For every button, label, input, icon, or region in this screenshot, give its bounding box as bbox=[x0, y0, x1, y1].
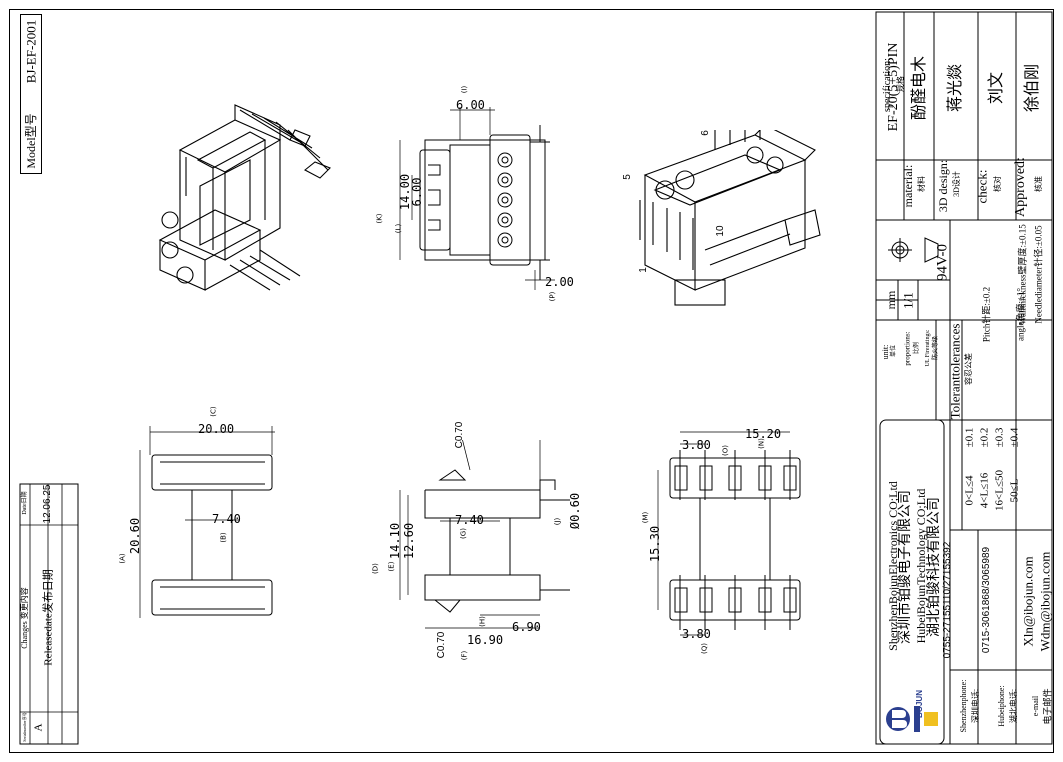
sz-phone-label-cn: 深圳电话: bbox=[971, 688, 980, 724]
hb-phone-label-cn: 湖北电话: bbox=[1009, 688, 1018, 724]
prop-value: 1/1 bbox=[900, 292, 916, 309]
email-label: e-mail bbox=[1031, 695, 1040, 717]
tolerance-angle: angle角度:±1° bbox=[1015, 287, 1026, 342]
dim-o: 3.80 bbox=[682, 438, 711, 452]
design-label-cn: 3D设计 bbox=[952, 171, 961, 197]
check-label: check: bbox=[974, 169, 990, 204]
front-view-left bbox=[139, 426, 275, 618]
design-label: 3D design: bbox=[936, 159, 950, 213]
hb-phone-label: Hubeiphone: bbox=[997, 685, 1006, 727]
company-line2: 深圳市铂骏电子有限公司 bbox=[898, 490, 913, 644]
model-box bbox=[20, 14, 42, 174]
email-1: Xln@ibojun.com bbox=[1020, 556, 1036, 647]
bottom-view bbox=[657, 431, 801, 636]
material-label: material: bbox=[901, 164, 915, 208]
email-2: Wdm@ibojun.com bbox=[1037, 551, 1053, 652]
side-view bbox=[399, 440, 570, 629]
tolerance-value-3: ±0.3 bbox=[993, 427, 1006, 448]
unit-value: mm bbox=[884, 290, 898, 310]
tolerance-value-4: ±0.4 bbox=[1008, 427, 1021, 448]
company-logo bbox=[886, 706, 938, 732]
company-line3: HubeiBojunTechnology CO;Ltd bbox=[914, 488, 928, 644]
dim-f: 16.90 bbox=[467, 633, 504, 647]
tolerance-title: Toleranttolerances bbox=[947, 323, 963, 420]
tolerance-range-3: 16<L≤50 bbox=[993, 470, 1006, 511]
design-value: 蒋光燚 bbox=[947, 64, 964, 113]
check-value: 刘文 bbox=[988, 72, 1005, 105]
tolerance-pitch: Pitch针距:±0.2 bbox=[981, 286, 992, 343]
dim-p: 2.00 bbox=[545, 275, 574, 289]
isometric-view-right bbox=[639, 130, 821, 306]
ul-value: 94V-0 bbox=[934, 244, 951, 281]
sz-phone-value: 0755-27155110/27155392 bbox=[942, 541, 953, 659]
unit-label-cn: 单位 bbox=[891, 345, 897, 358]
dim-n: 15.20 bbox=[745, 427, 782, 441]
dim-i: 6.00 bbox=[456, 98, 485, 112]
company-line4: 湖北铂骏科技有限公司 bbox=[927, 497, 942, 637]
prop-label: proportions: bbox=[903, 331, 912, 366]
tolerance-range-2: 4<L≤16 bbox=[978, 472, 991, 509]
hb-phone-value: 0715-3061868/3065989 bbox=[981, 546, 992, 654]
dim-g: 7.40 bbox=[455, 513, 484, 527]
check-label-cn: 核对 bbox=[993, 176, 1002, 192]
top-view bbox=[399, 107, 555, 290]
ul-label-cn: 防火等级 bbox=[933, 336, 939, 361]
unit-label: unit: bbox=[881, 344, 890, 360]
tolerance-value-2: ±0.2 bbox=[978, 427, 991, 448]
sz-phone-label: Shenzhenphone: bbox=[959, 679, 968, 733]
dim-q: 3.80 bbox=[682, 627, 711, 641]
isometric-view-left bbox=[158, 104, 331, 291]
prop-label-cn: 比例 bbox=[914, 342, 920, 355]
tolerance-range-1: 0<L≤4 bbox=[963, 475, 976, 506]
ul-label: UL Fireratings: bbox=[925, 329, 931, 367]
email-label-cn: 电子邮件 bbox=[1042, 688, 1053, 725]
dim-h: 6.90 bbox=[512, 620, 541, 634]
spec-value: EF-20(5+5)PIN bbox=[886, 42, 901, 132]
material-value: 酚醛电木 bbox=[911, 56, 928, 121]
material-label-cn: 材料 bbox=[917, 176, 926, 192]
projection-symbol bbox=[888, 237, 939, 263]
company-logo-text: BOJUN bbox=[915, 690, 924, 719]
tolerance-value-1: ±0.1 bbox=[963, 427, 976, 448]
tolerance-range-4: 50≤L bbox=[1008, 478, 1021, 503]
approved-value: 徐伯刚 bbox=[1024, 64, 1041, 113]
tolerance-needle: Needlediameter针径:±0.05 bbox=[1033, 225, 1044, 324]
sheet-border bbox=[9, 9, 1054, 753]
dim-c: 20.00 bbox=[198, 422, 235, 436]
tolerance-title-cn: 容忍公差 bbox=[964, 353, 973, 385]
dim-b: 7.40 bbox=[212, 512, 241, 526]
